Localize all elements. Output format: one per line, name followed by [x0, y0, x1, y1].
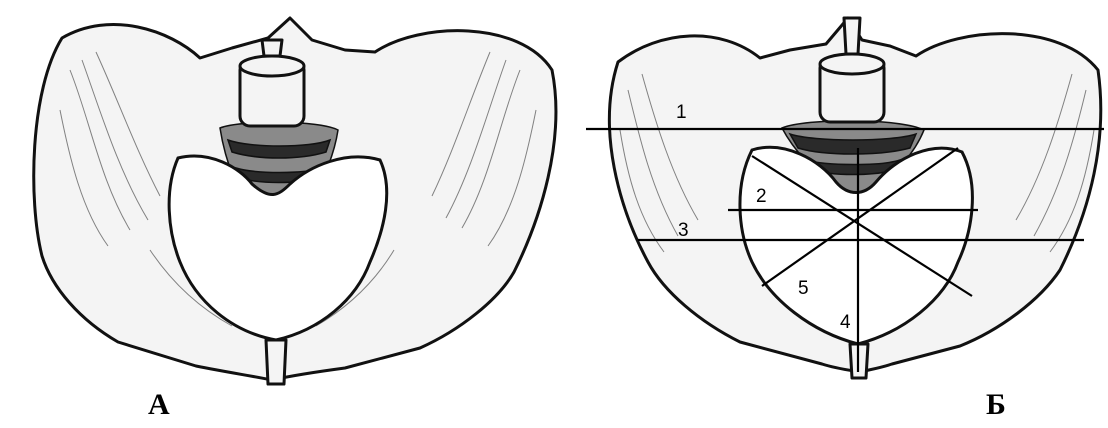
measure-number-5: 5 [798, 278, 809, 299]
measure-number-2: 2 [756, 186, 767, 207]
pelvis-drawing-a [34, 18, 556, 384]
panel-label-b: Б [986, 388, 1006, 422]
panel-label-a: А [148, 388, 170, 422]
measure-number-1: 1 [676, 102, 687, 123]
measure-number-4: 4 [840, 312, 851, 333]
measure-number-3: 3 [678, 220, 689, 241]
